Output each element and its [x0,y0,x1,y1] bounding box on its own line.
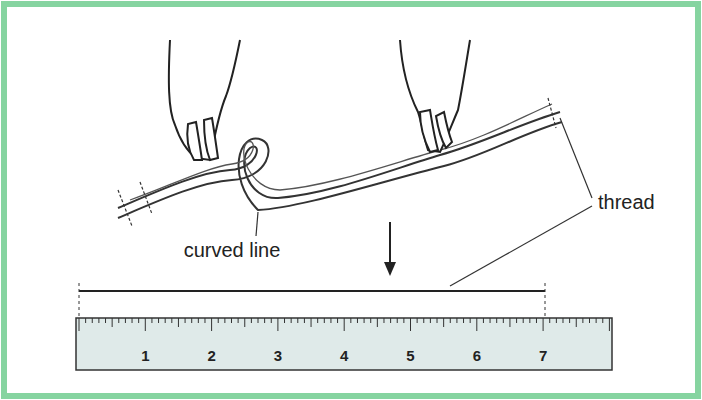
frame [4,4,698,396]
straight-thread [79,290,545,292]
part-label: thread [598,192,655,212]
part-label: curved line [184,240,281,260]
right-hand [400,40,470,152]
scale-number: 2 [207,348,215,363]
ruler [76,318,612,370]
ruler-ticks [79,318,609,331]
end-guides [79,283,545,318]
down-arrow [384,222,396,276]
scale-number: 4 [340,348,348,363]
scale-number: 5 [406,348,414,363]
leader-lines [256,118,592,286]
scale-number: 3 [274,348,282,363]
scale-number: 7 [539,348,547,363]
scale-number: 6 [473,348,481,363]
scale-number: 1 [141,348,149,363]
left-hand [169,40,240,160]
